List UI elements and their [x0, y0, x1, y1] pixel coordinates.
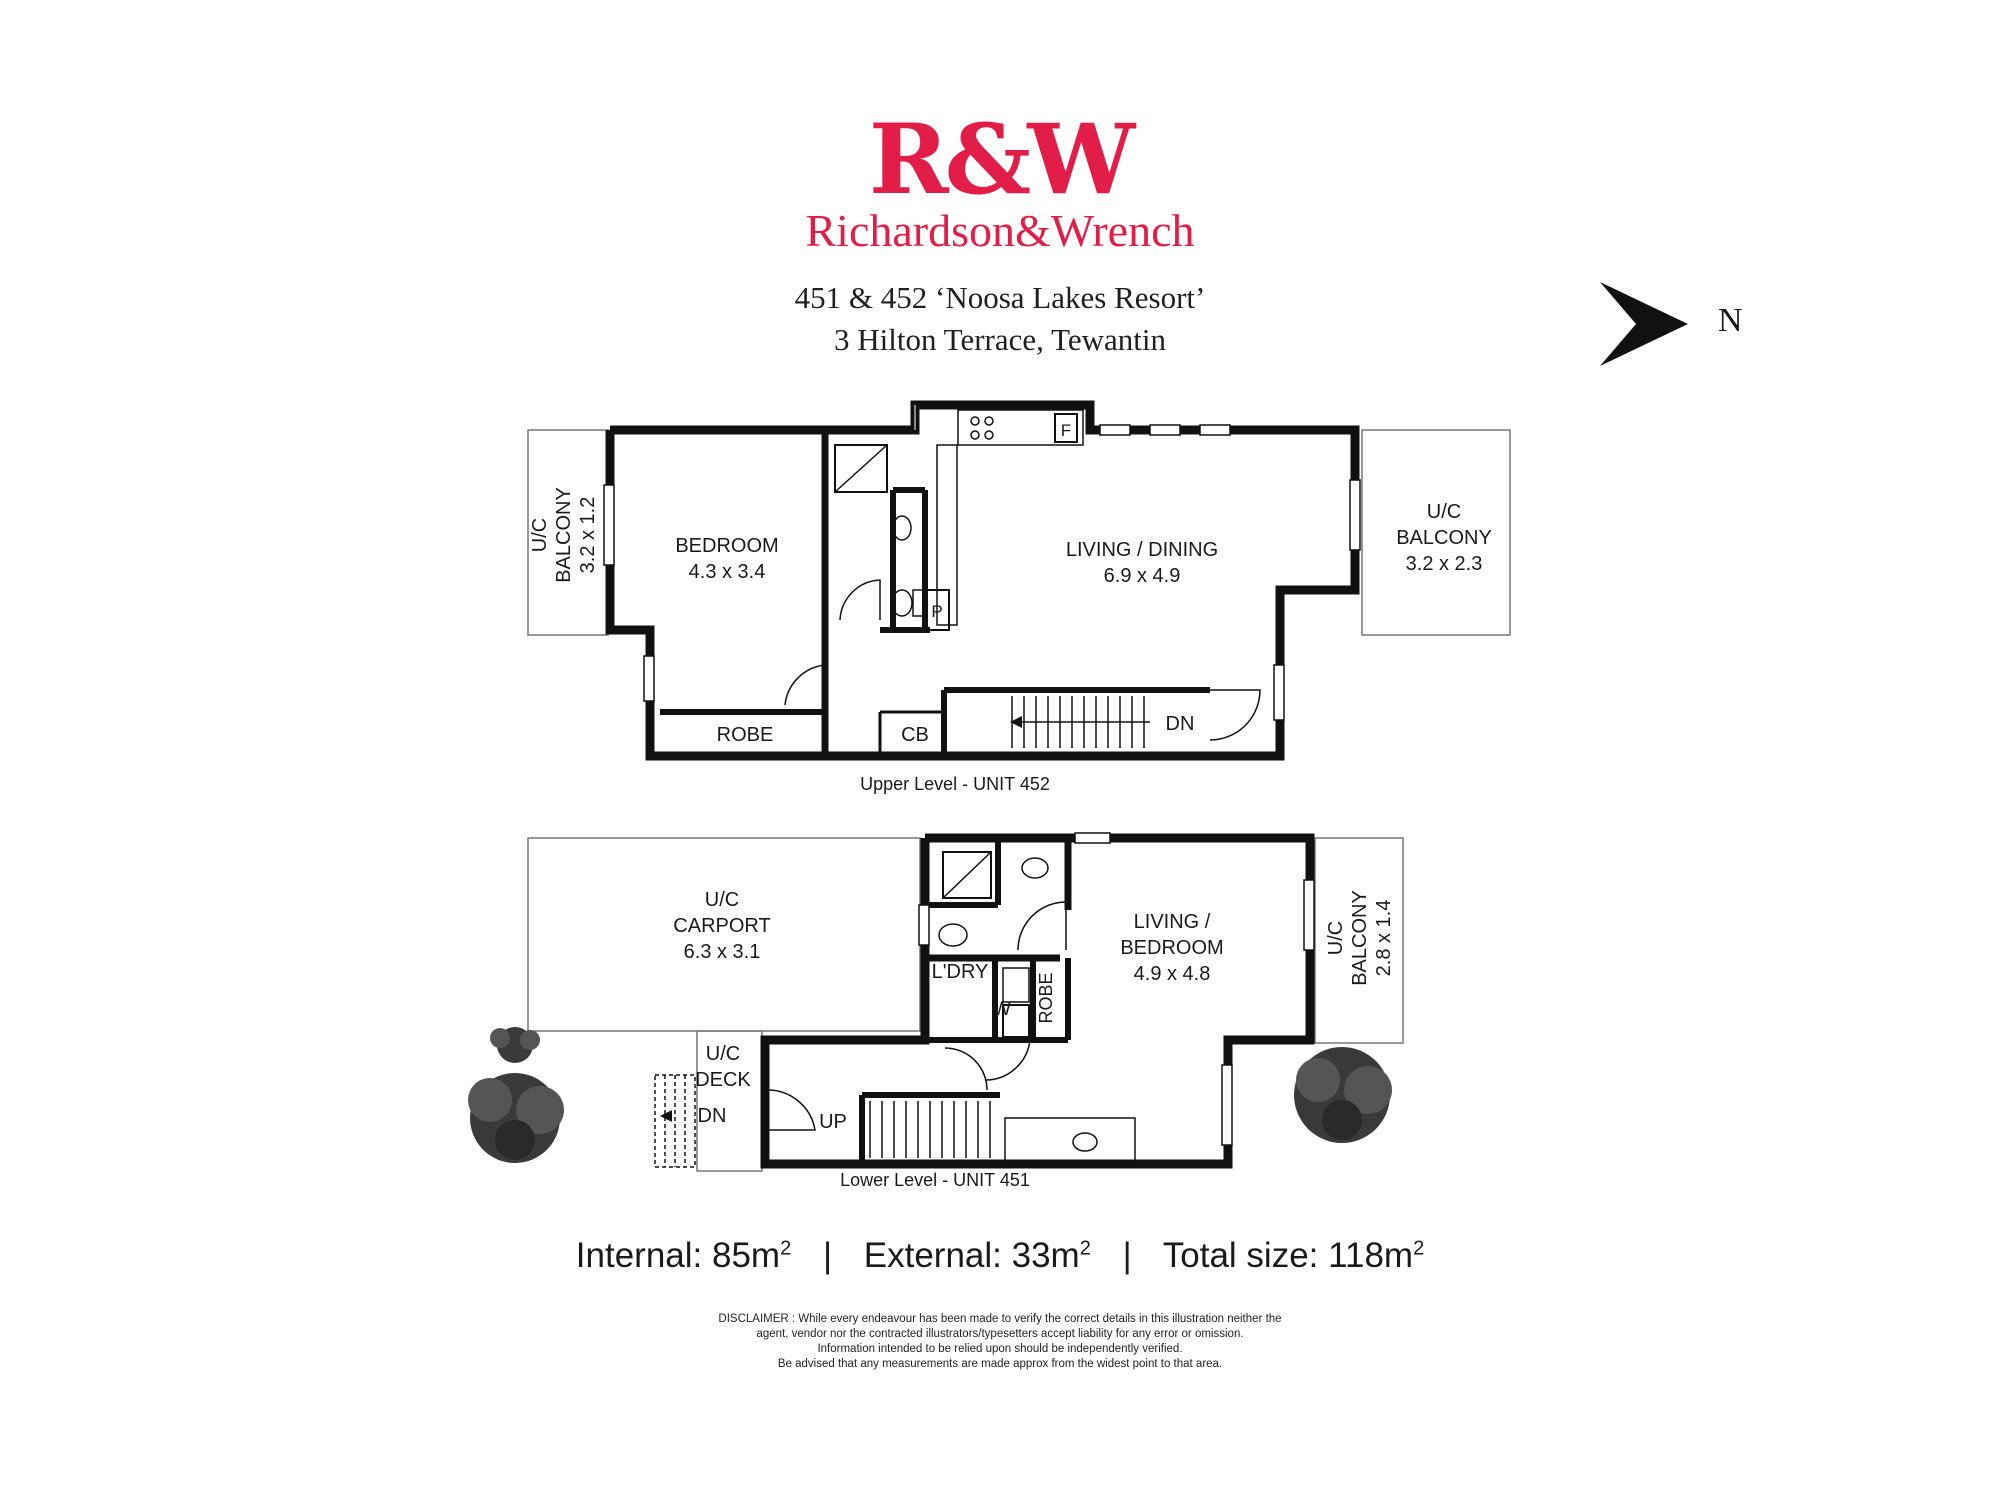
external-label: External: — [863, 1236, 1002, 1275]
lower-living-line1: LIVING / — [1134, 911, 1211, 933]
lower-balcony-line1: U/C — [1325, 921, 1347, 955]
disclaimer-line: agent, vendor nor the contracted illustr… — [756, 1328, 1244, 1340]
lower-living-line2: BEDROOM — [1120, 937, 1223, 959]
area-summary: Internal: 85m2 | External: 33m2 | Total … — [0, 1236, 2000, 1276]
separator: | — [822, 1236, 833, 1275]
disclaimer-line: Be advised that any measurements are mad… — [777, 1358, 1223, 1370]
lower-balcony-size: 2.8 x 1.4 — [1373, 900, 1395, 977]
total-value: 118m — [1328, 1236, 1414, 1275]
upper-robe-label: ROBE — [717, 724, 774, 746]
upper-cb-label: CB — [901, 724, 929, 746]
upper-pantry-label: P — [931, 602, 942, 621]
upper-balcony-west-line1: U/C — [529, 518, 551, 552]
lower-carport-size: 6.3 x 3.1 — [684, 941, 761, 963]
upper-balcony-east-line1: U/C — [1427, 501, 1461, 523]
tree-icon — [1294, 1047, 1392, 1143]
disclaimer: DISCLAIMER : While every endeavour has b… — [0, 1312, 2000, 1372]
lower-deck-line2: DECK — [695, 1069, 751, 1091]
upper-level-plan — [527, 400, 1511, 761]
lower-carport-line1: U/C — [705, 889, 739, 911]
unit-exponent: 2 — [1079, 1237, 1091, 1260]
upper-balcony-west-size: 3.2 x 1.2 — [577, 497, 599, 574]
total-label: Total size: — [1162, 1236, 1319, 1275]
lower-balcony-line2: BALCONY — [1349, 890, 1371, 986]
lower-deck-line1: U/C — [706, 1043, 740, 1065]
lower-level-plan — [527, 832, 1404, 1172]
north-arrow-icon — [1600, 282, 1688, 366]
address-line-2: 3 Hilton Terrace, Tewantin — [834, 322, 1166, 357]
upper-bedroom-size: 4.3 x 3.4 — [689, 561, 766, 583]
lower-level-caption: Lower Level - UNIT 451 — [840, 1170, 1030, 1190]
internal-value: 85m — [711, 1236, 781, 1275]
upper-balcony-west-line2: BALCONY — [553, 487, 575, 583]
upper-level-caption: Upper Level - UNIT 452 — [860, 774, 1050, 794]
lower-up-label: UP — [819, 1111, 847, 1133]
lower-living-size: 4.9 x 4.8 — [1134, 963, 1211, 985]
disclaimer-line: DISCLAIMER : While every endeavour has b… — [718, 1313, 1282, 1325]
upper-living-size: 6.9 x 4.9 — [1104, 565, 1181, 587]
external-value: 33m — [1011, 1236, 1080, 1275]
upper-dn-label: DN — [1166, 713, 1195, 735]
upper-balcony-east-line2: BALCONY — [1396, 527, 1492, 549]
disclaimer-line: Information intended to be relied upon s… — [817, 1343, 1183, 1355]
lower-robe-label: ROBE — [1036, 972, 1056, 1023]
upper-fridge-label: F — [1061, 421, 1071, 440]
tree-icon — [468, 1027, 564, 1163]
upper-balcony-east-size: 3.2 x 2.3 — [1406, 553, 1483, 575]
unit-exponent: 2 — [1413, 1237, 1425, 1260]
lower-laundry-label: L'DRY — [932, 961, 989, 983]
brand-name: Richardson&Wrench — [805, 205, 1195, 256]
internal-label: Internal: — [575, 1236, 703, 1275]
lower-washer-label: W — [993, 999, 1011, 1020]
address-line-1: 451 & 452 ‘Noosa Lakes Resort’ — [794, 280, 1206, 315]
north-label: N — [1718, 302, 1743, 339]
brand-logo-mark: R&W — [868, 103, 1135, 216]
upper-living-name: LIVING / DINING — [1066, 539, 1218, 561]
lower-dn-label: DN — [698, 1105, 727, 1127]
lower-carport-line2: CARPORT — [673, 915, 770, 937]
unit-exponent: 2 — [780, 1237, 792, 1260]
separator: | — [1122, 1236, 1132, 1275]
upper-bedroom-name: BEDROOM — [675, 535, 778, 557]
